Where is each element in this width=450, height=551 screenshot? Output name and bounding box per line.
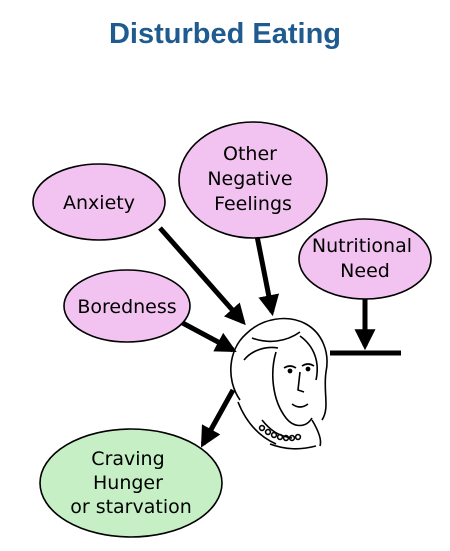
node-craving-line-1: Craving (91, 448, 164, 470)
node-boredness: Boredness (63, 269, 191, 343)
node-craving-line-3: or starvation (70, 496, 192, 518)
node-other-negative-feelings: Other Negative Feelings (178, 121, 328, 239)
svg-text:Boredness: Boredness (77, 296, 176, 318)
diagram-title: Disturbed Eating (108, 18, 341, 50)
arrow-boredness-to-woman (175, 317, 237, 353)
node-feelings-line-3: Feelings (214, 193, 292, 215)
woman-face-icon (230, 317, 328, 450)
svg-text:Nutritional Need: Nutritional Need (312, 235, 418, 282)
node-anxiety-label: Anxiety (63, 192, 135, 214)
node-craving: Craving Hunger or starvation (39, 428, 223, 538)
node-boredness-label: Boredness (77, 296, 176, 318)
node-feelings-line-2: Negative (207, 168, 292, 190)
svg-text:Craving Hunger or: Craving Hunger or starvation (70, 448, 192, 518)
svg-text:Other Negative Fee: Other Negative Feelings (207, 143, 298, 215)
arrow-woman-to-craving (200, 388, 236, 448)
svg-text:Anxiety: Anxiety (63, 192, 135, 214)
node-anxiety: Anxiety (32, 163, 166, 241)
arrow-anxiety-to-woman (158, 226, 246, 326)
node-craving-line-2: Hunger (93, 472, 163, 494)
node-need-line-1: Nutritional (312, 235, 412, 257)
arrow-feelings-to-woman (254, 235, 280, 317)
node-feelings-line-1: Other (223, 143, 277, 165)
node-need-line-2: Need (340, 260, 390, 282)
node-nutritional-need: Nutritional Need (298, 218, 432, 300)
